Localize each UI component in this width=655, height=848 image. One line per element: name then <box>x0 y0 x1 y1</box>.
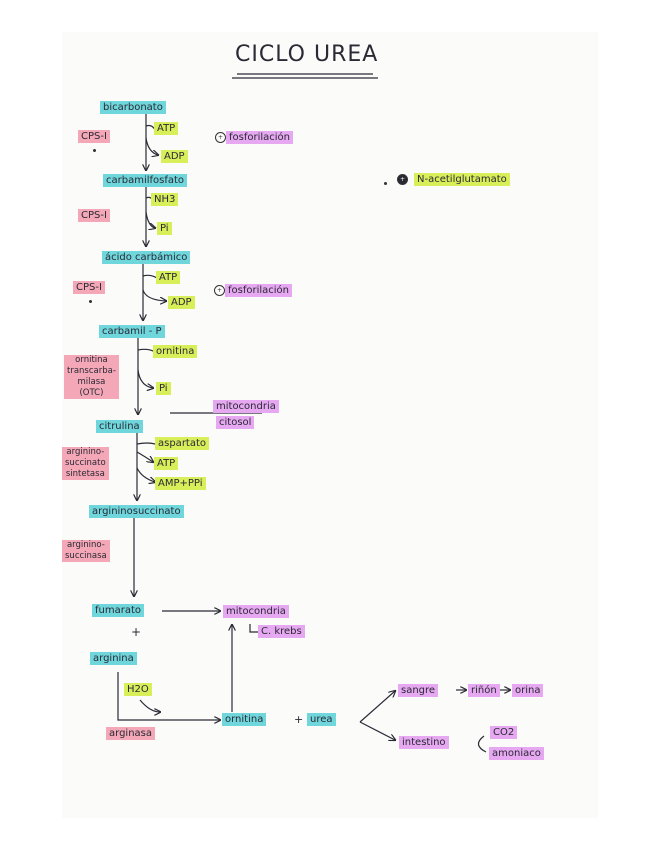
plus-sign: + <box>131 625 142 639</box>
plus-circle-icon: + <box>215 132 226 143</box>
note-fosforilacion: fosforilación <box>226 131 294 144</box>
product-co2: CO2 <box>490 726 518 739</box>
note-fosforilacion: fosforilación <box>225 284 293 297</box>
metabolite-carbamoil-fosfato: carbamilfosfato <box>103 174 188 187</box>
cofactor-h2o: H2O <box>124 683 152 696</box>
cofactor-nh3: NH3 <box>151 193 179 206</box>
enzyme-cps1: CPS-I <box>73 281 105 294</box>
cofactor-adp: ADP <box>168 296 195 309</box>
enzyme-otc: ornitina transcarba- milasa (OTC) <box>64 355 119 399</box>
cofactor-adp: ADP <box>161 150 188 163</box>
plus-circle-icon: + <box>214 285 225 296</box>
cofactor-ornitina: ornitina <box>153 345 198 358</box>
product-amoniaco: amoniaco <box>489 747 544 760</box>
fate-rinon: riñón <box>468 684 500 697</box>
enzyme-argininosuccinasa: arginino- succinasa <box>62 540 110 562</box>
fate-orina: orina <box>512 684 544 697</box>
cofactor-atp: ATP <box>156 271 181 284</box>
metabolite-fumarato: fumarato <box>92 604 145 617</box>
cofactor-atp: ATP <box>154 457 179 470</box>
cofactor-aspartato: aspartato <box>155 437 210 450</box>
plus-sign: + <box>294 713 304 726</box>
metabolite-urea: urea <box>307 713 336 726</box>
metabolite-arginina: arginina <box>90 652 137 665</box>
metabolite-acido-carbamico: ácido carbámico <box>102 251 191 264</box>
metabolite-ornitina: ornitina <box>222 713 267 726</box>
note-ciclo-krebs: C. krebs <box>258 625 305 638</box>
enzyme-argininosuccinato-sintetasa: arginino- succinato sintetasa <box>62 447 109 480</box>
cofactor-atp: ATP <box>154 122 179 135</box>
compartment-mitocondria: mitocondria <box>223 605 289 618</box>
metabolite-argininosuccinato: argininosuccinato <box>89 505 184 518</box>
cofactor-pi: Pi <box>156 382 171 395</box>
bullet-dot <box>384 182 387 185</box>
fate-sangre: sangre <box>398 684 439 697</box>
metabolite-bicarbonato: bicarbonato <box>100 101 166 114</box>
note-n-acetilglutamato: N-acetilglutamato <box>414 173 510 186</box>
page-title: CICLO UREA <box>235 42 379 67</box>
bullet-dot <box>89 300 92 303</box>
enzyme-arginasa: arginasa <box>106 727 155 740</box>
cofactor-amp-ppi: AMP+PPi <box>155 477 206 490</box>
compartment-mitocondria: mitocondria <box>213 400 279 413</box>
enzyme-cps1: CPS-I <box>78 130 110 143</box>
plus-circle-icon: + <box>397 174 408 185</box>
cofactor-pi: Pi <box>157 222 172 235</box>
metabolite-citrulina: citrulina <box>96 420 143 433</box>
enzyme-cps1: CPS-I <box>78 209 110 222</box>
compartment-citosol: citosol <box>216 416 255 429</box>
fate-intestino: intestino <box>399 736 449 749</box>
bullet-dot <box>93 149 96 152</box>
metabolite-carbamil-p: carbamil - P <box>99 325 165 338</box>
